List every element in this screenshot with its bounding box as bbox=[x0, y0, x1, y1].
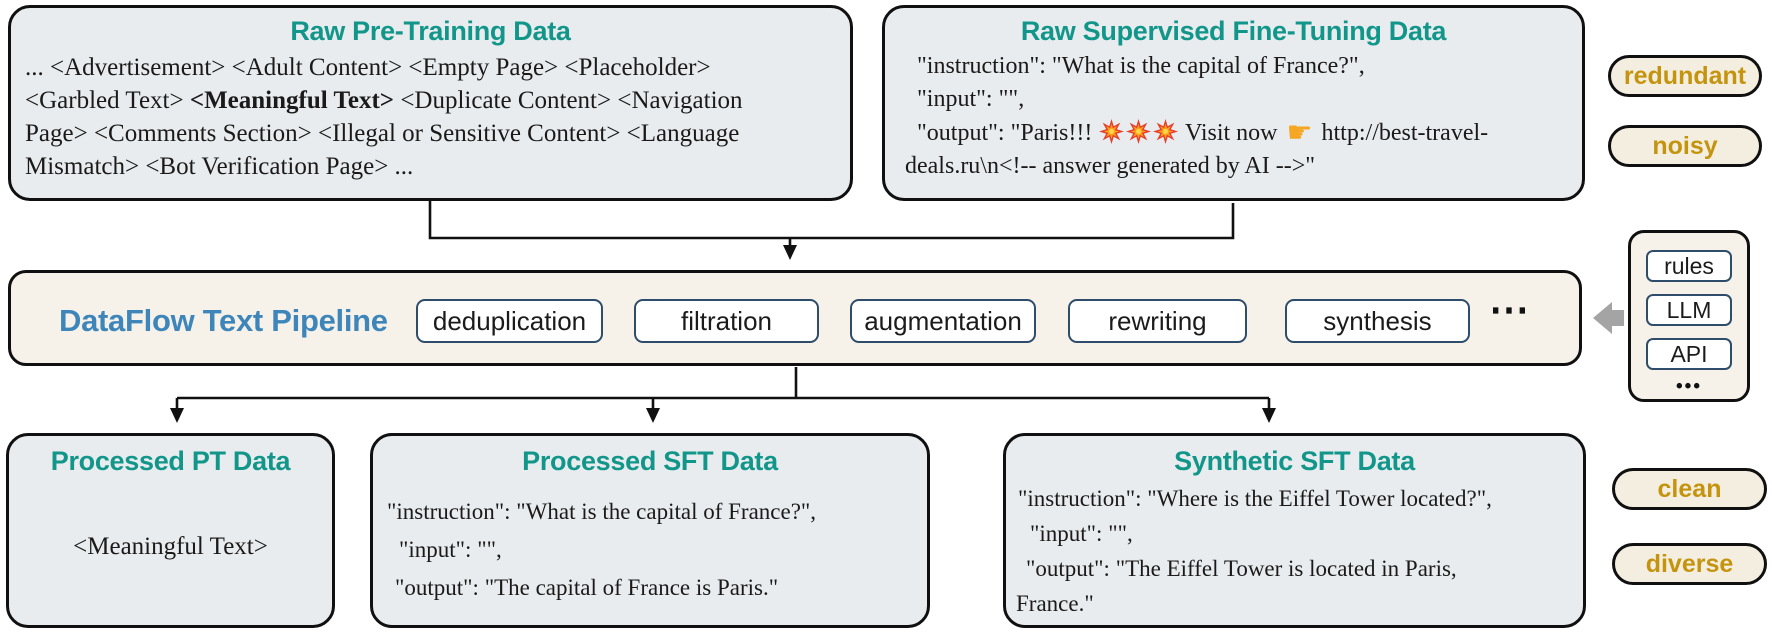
raw-pretraining-title: Raw Pre-Training Data bbox=[290, 16, 571, 46]
pointing-right-icon: ☛ bbox=[1286, 115, 1313, 149]
raw-sft-output-pre: "output": "Paris!!! bbox=[917, 120, 1099, 146]
raw-pretraining-data-box: Raw Pre-Training Data ... <Advertisement… bbox=[8, 5, 853, 201]
raw-pt-line2-bold: <Meaningful Text> bbox=[189, 87, 395, 114]
processed-sft-instruction-line: "instruction": "What is the capital of F… bbox=[387, 499, 817, 524]
toolbox-ellipsis: ••• bbox=[1676, 376, 1702, 397]
stage-deduplication: deduplication bbox=[416, 299, 603, 343]
badge-clean: clean bbox=[1612, 468, 1767, 510]
processed-pt-data-box: Processed PT Data <Meaningful Text> bbox=[6, 433, 335, 628]
collision-emoji bbox=[1126, 119, 1152, 144]
raw-pt-line-4: Mismatch> <Bot Verification Page> ... bbox=[25, 153, 414, 180]
synthetic-sft-output-wrap-line: France." bbox=[1016, 591, 1094, 616]
synthetic-sft-data-box: Synthetic SFT Data "instruction": "Where… bbox=[1003, 433, 1586, 628]
processed-sft-output-line: "output": "The capital of France is Pari… bbox=[395, 575, 779, 600]
synthetic-sft-instruction-line: "instruction": "Where is the Eiffel Towe… bbox=[1018, 486, 1492, 511]
synthetic-sft-output-line: "output": "The Eiffel Tower is located i… bbox=[1026, 556, 1457, 581]
raw-sft-output-mid: Visit now bbox=[1179, 120, 1284, 146]
raw-pt-line2-pre: <Garbled Text> bbox=[25, 87, 190, 114]
raw-sft-output-line: "output": "Paris!!! Visit now ☛ http://b… bbox=[885, 116, 1582, 150]
processed-pt-body: <Meaningful Text> bbox=[73, 533, 268, 560]
processed-pt-title: Processed PT Data bbox=[50, 446, 291, 476]
stage-filtration: filtration bbox=[634, 299, 819, 343]
raw-sft-title: Raw Supervised Fine-Tuning Data bbox=[1020, 16, 1447, 46]
tool-api: API bbox=[1646, 338, 1732, 370]
synthetic-sft-input-line: "input": "", bbox=[1030, 521, 1133, 546]
raw-sft-output-post: http://best-travel- bbox=[1315, 120, 1489, 146]
raw-sft-input-line: "input": "", bbox=[917, 86, 1025, 112]
processed-sft-title: Processed SFT Data bbox=[522, 446, 778, 476]
badge-redundant: redundant bbox=[1608, 55, 1762, 97]
collision-emoji bbox=[1153, 119, 1179, 144]
processed-sft-input-line: "input": "", bbox=[399, 537, 502, 562]
stage-rewriting: rewriting bbox=[1068, 299, 1247, 343]
badge-diverse: diverse bbox=[1612, 543, 1767, 585]
raw-sft-data-box: Raw Supervised Fine-Tuning Data "instruc… bbox=[882, 5, 1585, 201]
badge-noisy: noisy bbox=[1608, 125, 1762, 167]
raw-pt-line2-post: <Duplicate Content> <Navigation bbox=[394, 87, 743, 114]
pipeline-tools-box: rules LLM API ••• bbox=[1628, 230, 1750, 402]
synthetic-sft-title: Synthetic SFT Data bbox=[1174, 446, 1415, 476]
pipeline-title: DataFlow Text Pipeline bbox=[59, 303, 388, 338]
collision-emoji bbox=[1099, 119, 1125, 144]
stage-synthesis: synthesis bbox=[1285, 299, 1470, 343]
dataflow-pipeline-bar: DataFlow Text Pipeline deduplication fil… bbox=[8, 270, 1582, 366]
raw-sft-instruction-line: "instruction": "What is the capital of F… bbox=[917, 53, 1365, 79]
merge-bracket-line bbox=[428, 201, 1235, 240]
raw-pt-line-2: <Garbled Text> <Meaningful Text> <Duplic… bbox=[25, 84, 836, 117]
raw-pt-line-1: ... <Advertisement> <Adult Content> <Emp… bbox=[25, 54, 711, 81]
processed-sft-data-box: Processed SFT Data "instruction": "What … bbox=[370, 433, 930, 628]
raw-sft-output-wrap-line: deals.ru\n<!-- answer generated by AI --… bbox=[905, 153, 1316, 179]
pipeline-ellipsis: ⋯ bbox=[1489, 288, 1529, 332]
tool-rules: rules bbox=[1646, 250, 1732, 282]
tool-llm: LLM bbox=[1646, 294, 1732, 326]
stage-augmentation: augmentation bbox=[850, 299, 1036, 343]
left-block-arrow-icon bbox=[1593, 302, 1624, 334]
raw-pt-line-3: Page> <Comments Section> <Illegal or Sen… bbox=[25, 120, 740, 147]
